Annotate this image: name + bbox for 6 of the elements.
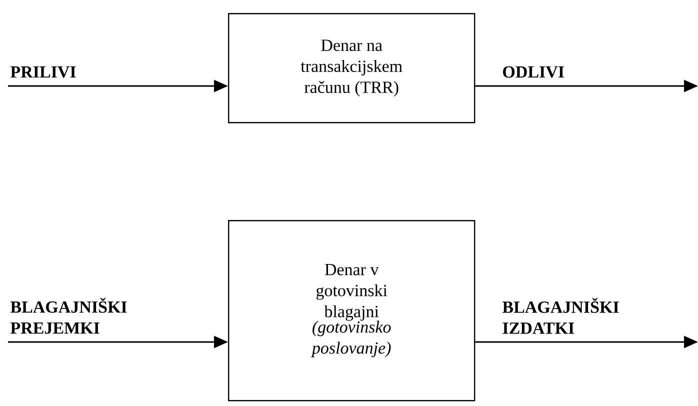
edge-label: PRILIVI xyxy=(10,66,76,78)
process-box: Denar na transakcijskem računu (TRR) xyxy=(228,13,476,124)
edge-label: BLAGAJNIŠKI IZDATKI xyxy=(502,298,619,334)
process-box: Denar v gotovinski blagajni (gotovinsko poslovanje) xyxy=(228,220,476,402)
edge-label: BLAGAJNIŠKI PREJEMKI xyxy=(10,298,127,334)
edge-label: ODLIVI xyxy=(503,66,564,78)
